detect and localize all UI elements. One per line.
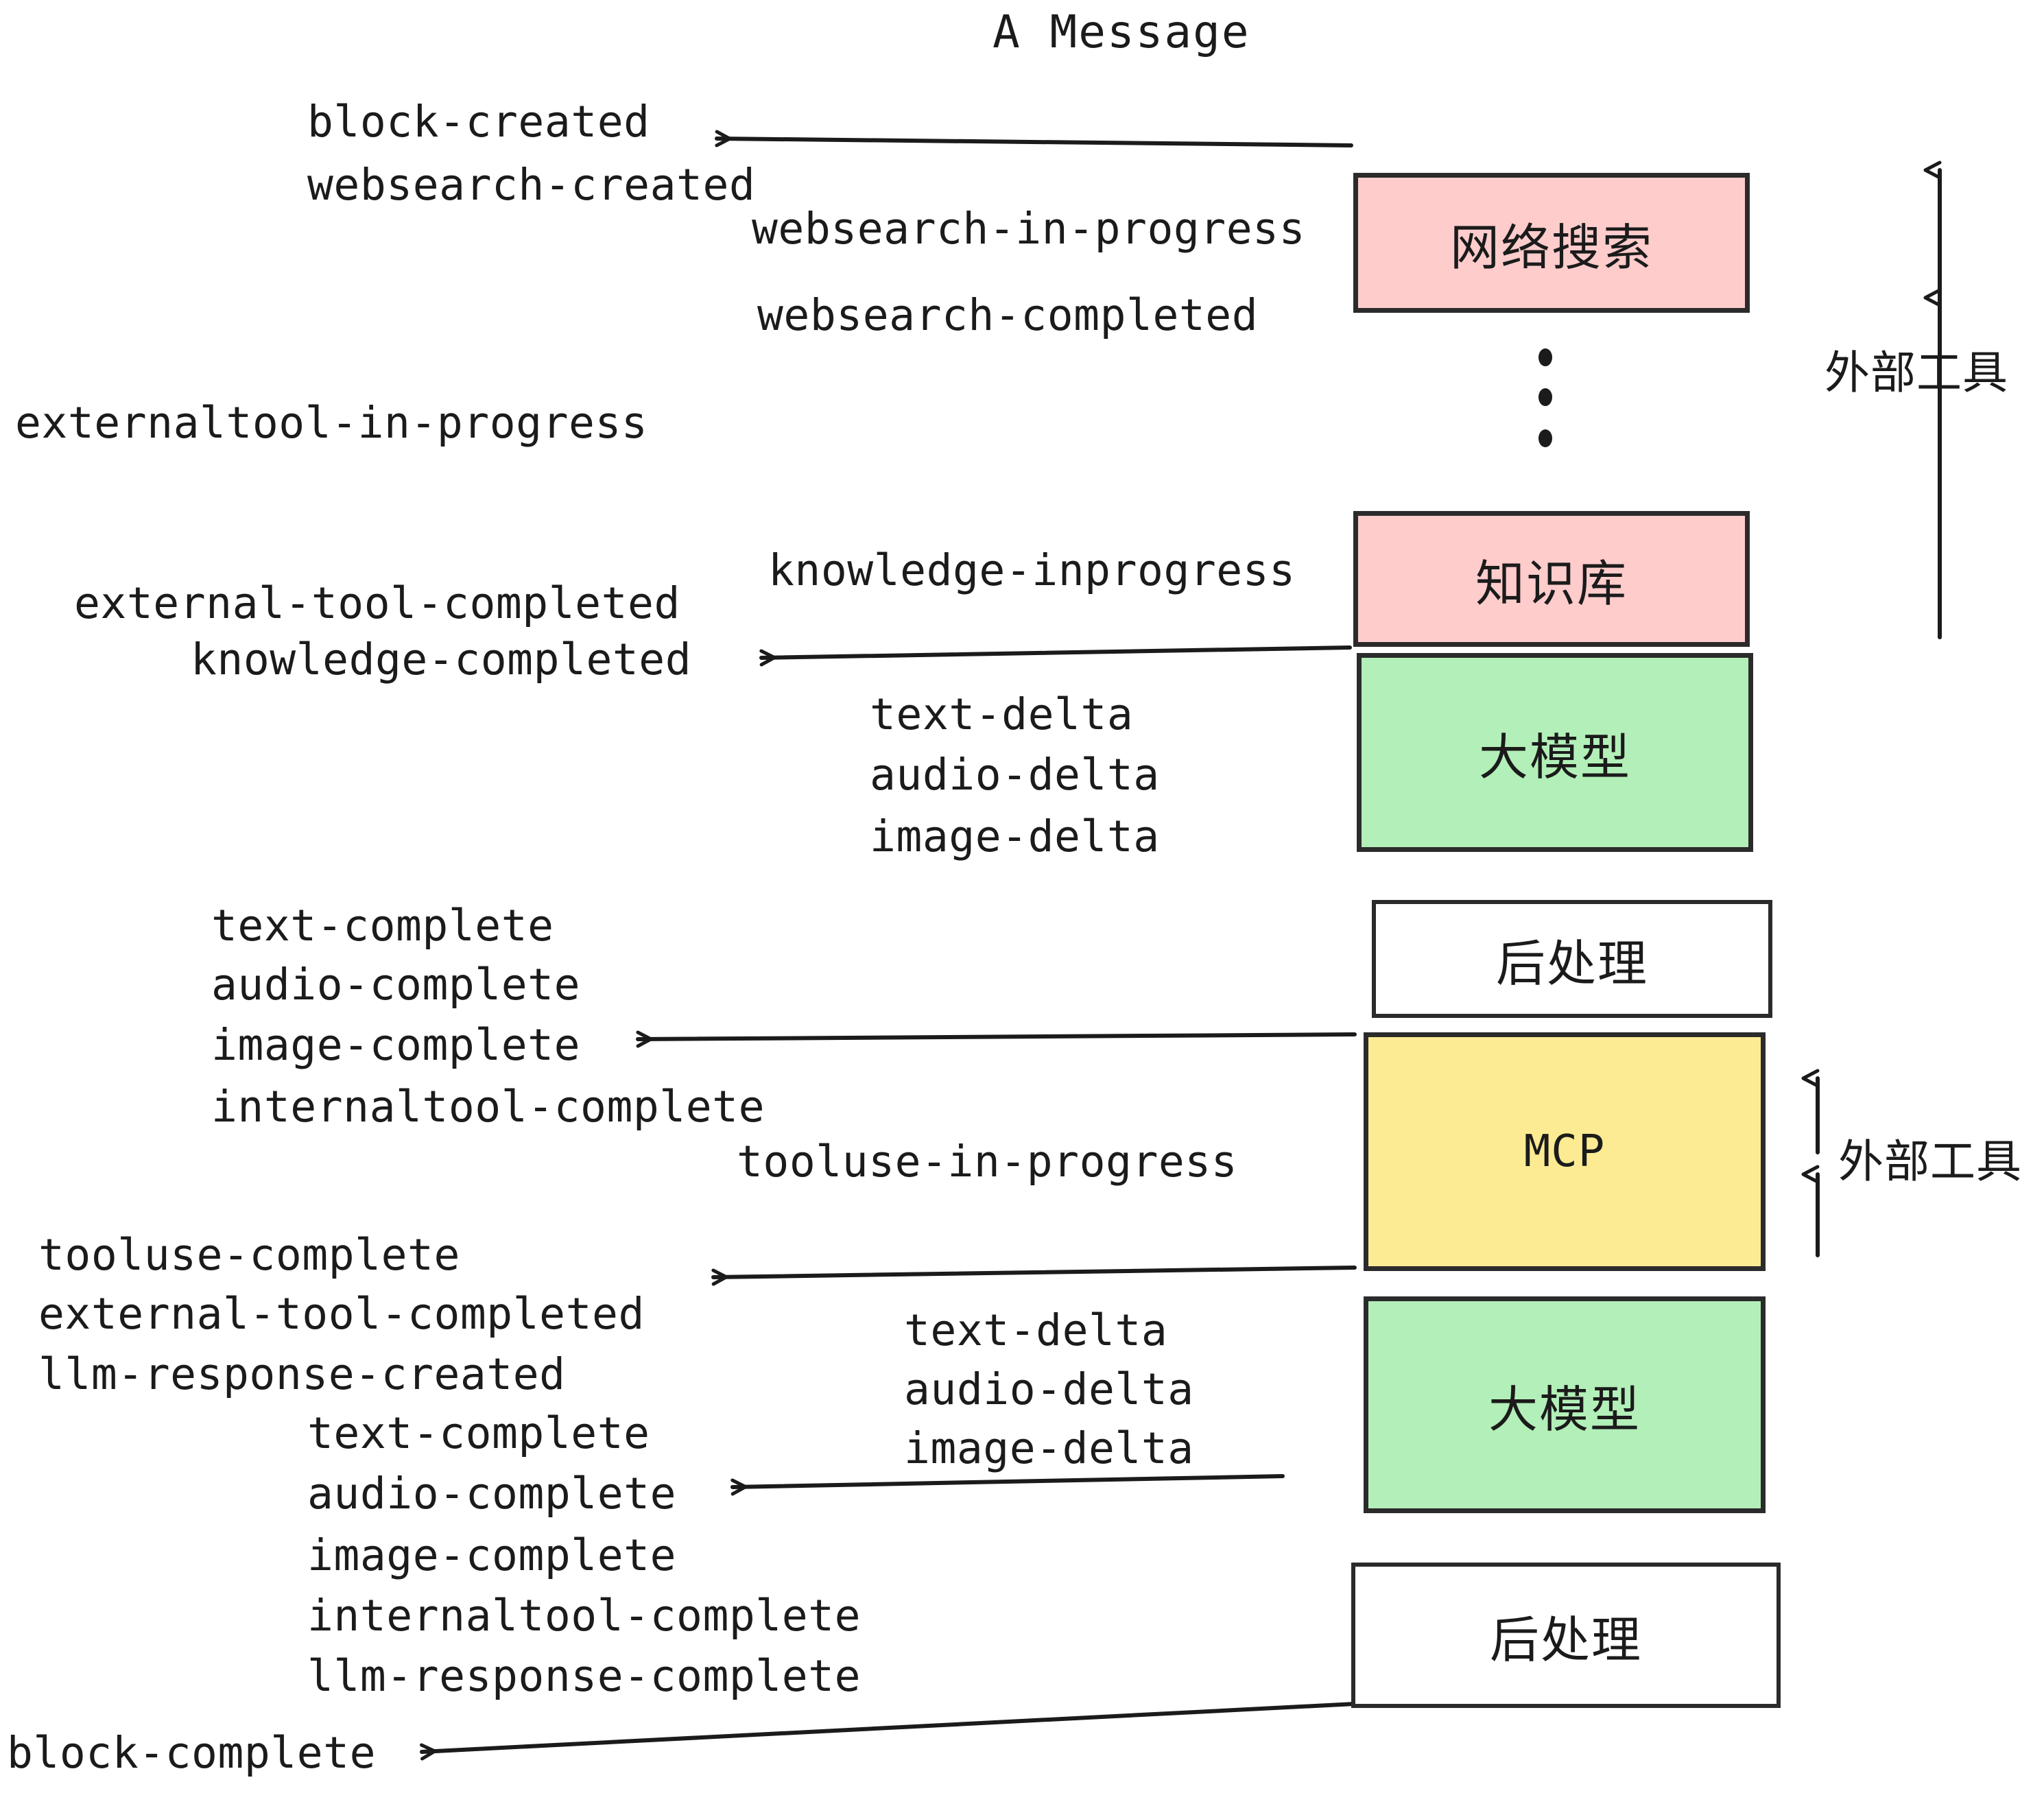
event-label-llm-response-created: llm-response-created xyxy=(38,1349,566,1399)
node-postprocess-2-label: 后处理 xyxy=(1489,1611,1642,1669)
arrow-mcp-to-tooluse-complete xyxy=(711,1266,1357,1286)
event-label-tooluse-in-progress: tooluse-in-progress xyxy=(737,1137,1238,1187)
event-label-knowledge-completed: knowledge-completed xyxy=(191,634,692,685)
event-label-audio-complete-2: audio-complete xyxy=(307,1469,677,1519)
side-label-external-tools-bottom: 外部工具 xyxy=(1838,1135,2022,1188)
event-label-text-delta-1: text-delta xyxy=(870,689,1134,739)
node-llm-1[interactable]: 大模型 xyxy=(1357,653,1753,852)
event-label-internaltool-complete-1: internaltool-complete xyxy=(211,1082,765,1132)
ellipsis-dot xyxy=(1538,348,1552,366)
arrow-websearch-to-block-created xyxy=(715,130,1353,147)
event-label-knowledge-inprogress: knowledge-inprogress xyxy=(768,545,1296,595)
event-label-tooluse-complete: tooluse-complete xyxy=(38,1230,460,1280)
arrow-postprocess-to-block-complete xyxy=(419,1702,1357,1761)
event-label-audio-delta-1: audio-delta xyxy=(870,750,1160,800)
event-label-image-delta-1: image-delta xyxy=(870,811,1160,862)
ellipsis-dot xyxy=(1538,388,1552,406)
node-llm-1-label: 大模型 xyxy=(1478,728,1631,786)
event-label-externaltool-in-progress: externaltool-in-progress xyxy=(15,398,648,448)
node-mcp[interactable]: MCP xyxy=(1364,1032,1766,1271)
node-postprocess-1-label: 后处理 xyxy=(1495,934,1648,993)
event-label-image-complete-1: image-complete xyxy=(211,1020,581,1070)
node-postprocess-2[interactable]: 后处理 xyxy=(1351,1563,1781,1708)
event-label-external-tool-completed-2: external-tool-completed xyxy=(38,1289,645,1339)
arrow-knowledge-to-knowledge-completed xyxy=(759,645,1352,667)
event-label-websearch-completed: websearch-completed xyxy=(757,290,1259,340)
event-label-external-tool-completed-1: external-tool-completed xyxy=(74,578,680,628)
ellipsis-dot xyxy=(1538,429,1552,447)
arrow-mcp-to-image-complete xyxy=(636,1030,1357,1048)
event-label-image-complete-2: image-complete xyxy=(307,1530,677,1580)
node-mcp-label: MCP xyxy=(1523,1126,1606,1177)
arrow-llm-to-audio-complete xyxy=(730,1474,1285,1496)
node-postprocess-1[interactable]: 后处理 xyxy=(1372,900,1772,1018)
event-label-text-complete-2: text-complete xyxy=(307,1408,650,1458)
event-label-websearch-created: websearch-created xyxy=(307,160,756,210)
event-label-image-delta-2: image-delta xyxy=(904,1423,1194,1473)
event-label-websearch-in-progress: websearch-in-progress xyxy=(752,204,1306,254)
node-knowledge-label: 知识库 xyxy=(1475,554,1628,613)
diagram-title: A Message xyxy=(993,5,1250,58)
event-label-block-created: block-created xyxy=(307,97,650,147)
node-llm-2-label: 大模型 xyxy=(1488,1380,1641,1438)
event-label-llm-response-complete: llm-response-complete xyxy=(307,1651,861,1701)
side-label-external-tools-top: 外部工具 xyxy=(1825,346,2008,399)
event-label-block-complete: block-complete xyxy=(7,1728,377,1778)
node-knowledge[interactable]: 知识库 xyxy=(1353,511,1750,647)
node-websearch[interactable]: 网络搜索 xyxy=(1353,173,1750,313)
event-label-audio-delta-2: audio-delta xyxy=(904,1364,1194,1414)
node-llm-2[interactable]: 大模型 xyxy=(1364,1296,1766,1513)
event-label-text-complete-1: text-complete xyxy=(211,901,554,951)
event-label-audio-complete-1: audio-complete xyxy=(211,960,581,1010)
node-websearch-label: 网络搜索 xyxy=(1449,218,1653,276)
event-label-internaltool-complete-2: internaltool-complete xyxy=(307,1591,861,1641)
event-label-text-delta-2: text-delta xyxy=(904,1305,1168,1355)
